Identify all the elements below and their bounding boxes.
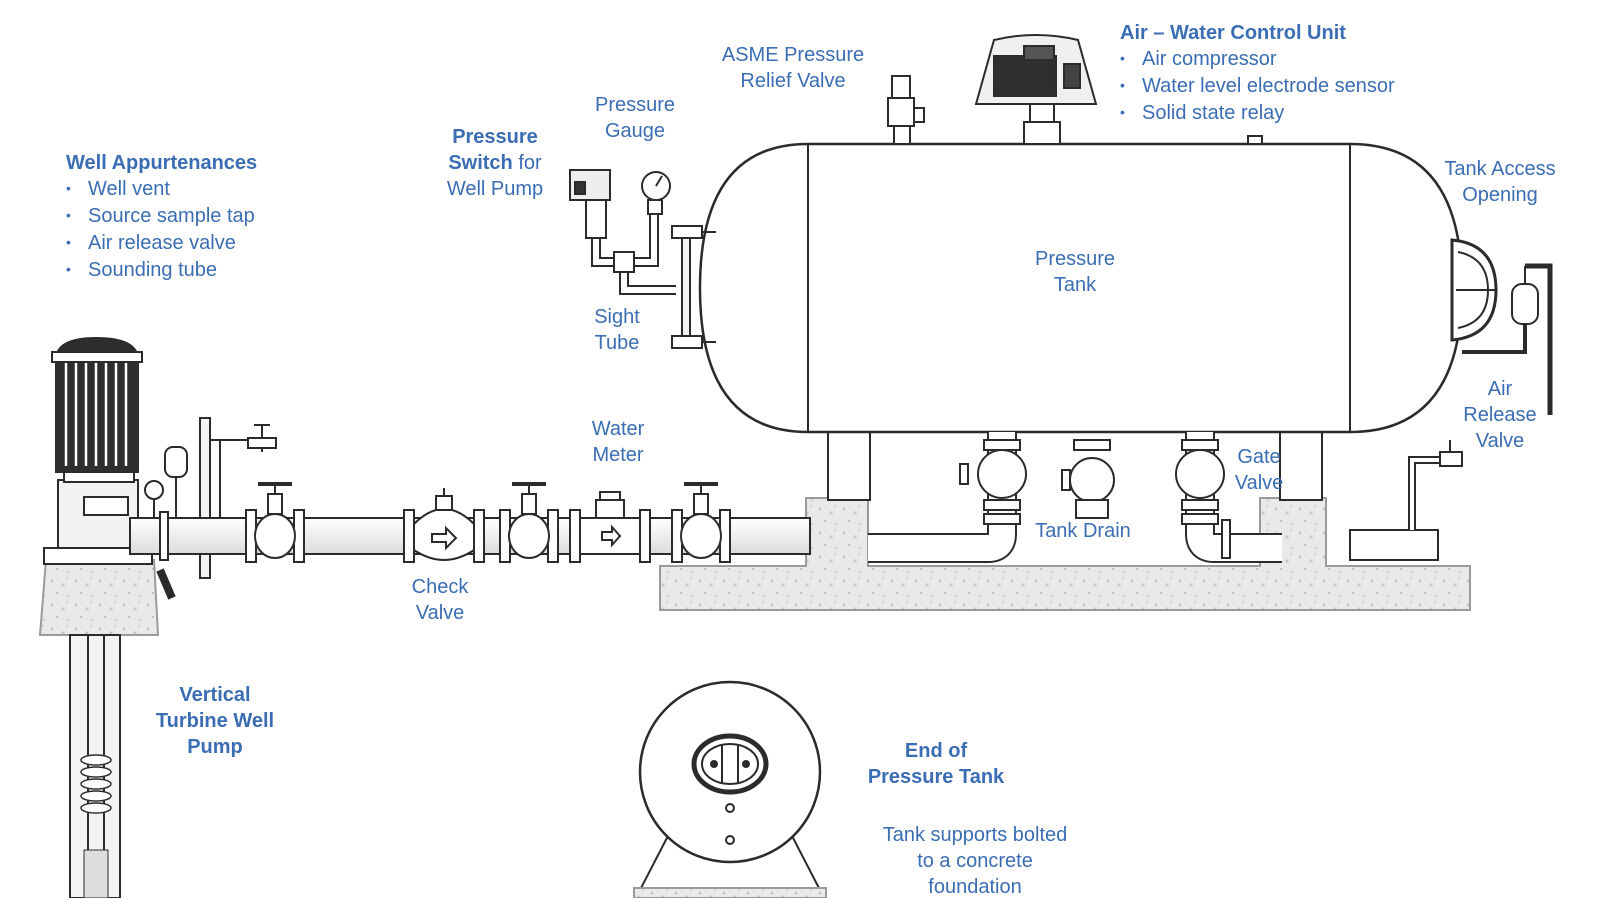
tank-outlet-left [868,432,1027,563]
air-water-control-unit [974,34,1098,145]
pressure-switch-label: Pressure Switch for Well Pump [430,124,560,202]
tank-end-view [633,680,827,898]
label-line: Pressure [452,126,538,148]
label-line: Air [1487,378,1513,400]
well-pump-pad [38,559,160,636]
label-line: Pressure [1034,248,1116,270]
gate-valve-downstream-meter [680,482,722,559]
label-part: Switch [448,152,513,174]
label-line: Pressure Tank [867,766,1005,788]
label-line: foundation [928,876,1022,898]
list-item: Well vent [66,176,257,203]
label-line: Relief Valve [740,70,846,92]
water-meter-label: Water Meter [578,416,658,468]
sight-tube [671,225,716,349]
label-line: Sight [594,306,640,328]
label-line: Tank supports bolted [882,824,1068,846]
label-line: Turbine Well [155,710,275,732]
label-part: for [512,152,542,174]
tank-access-opening [1450,238,1498,342]
gate-valve-upstream-meter [508,482,550,559]
sight-tube-label: Sight Tube [582,304,652,356]
tank-drain-label: Tank Drain [1018,518,1148,544]
tank-access-label: Tank Access Opening [1430,156,1570,208]
label-line: Pressure [594,94,676,116]
label-line: Tube [594,332,640,354]
asme-relief-valve [887,75,925,145]
pressure-tank-label: Pressure Tank [1020,246,1130,298]
label-line: Water [591,418,645,440]
check-valve [413,488,475,561]
label-line: Check [411,576,469,598]
air-water-unit-list: Air compressor Water level electrode sen… [1120,46,1395,127]
pressure-gauge [641,171,671,215]
label-line: End of [904,740,968,762]
pressure-switch [569,169,611,239]
concrete-foundation [659,497,1471,611]
label-line: Gate [1237,446,1281,468]
asme-valve-label: ASME Pressure Relief Valve [708,42,878,94]
label-line: Well Pump [446,178,544,200]
outlet-stub [1349,440,1463,561]
gate-valve-label: Gate Valve [1224,444,1294,496]
water-meter [579,491,641,555]
turbine-pump-motor [43,336,153,565]
label-line: Switch for [430,150,560,176]
label-line: Meter [592,444,644,466]
gate-valve-pump [254,482,296,559]
tank-supports [827,429,1323,501]
label-line: Pump [187,736,243,758]
end-of-tank-label: End of Pressure Tank [846,738,1026,790]
list-item: Solid state relay [1120,100,1395,127]
list-item: Air release valve [66,230,257,257]
label-line: Valve [1234,472,1284,494]
air-release-valve-assembly [1462,263,1553,415]
label-line: Gauge [604,120,666,142]
tank-drain-valve [1061,439,1115,519]
well-casing [69,634,121,898]
label-line: Tank Access [1444,158,1556,180]
well-appurtenance-fittings [144,417,277,600]
label-line: ASME Pressure [721,44,865,66]
pressure-tank [698,135,1464,434]
air-water-unit-title: Air – Water Control Unit [1120,22,1346,44]
label-line: Valve [415,602,465,624]
tank-outlet-right [1175,432,1282,563]
label-line: Valve [1475,430,1525,452]
label-line: to a concrete [917,850,1033,872]
list-item: Source sample tap [66,203,257,230]
well-appurtenances-label: Well Appurtenances Well vent Source samp… [66,150,257,284]
well-appurtenances-list: Well vent Source sample tap Air release … [66,176,257,284]
list-item: Sounding tube [66,257,257,284]
pressure-gauge-label: Pressure Gauge [580,92,690,144]
check-valve-label: Check Valve [400,574,480,626]
label-line: Vertical [179,684,251,706]
air-water-unit-label: Air – Water Control Unit Air compressor … [1120,20,1395,127]
tank-supports-label: Tank supports bolted to a concrete found… [860,822,1090,900]
list-item: Water level electrode sensor [1120,73,1395,100]
label-line: Tank Drain [1035,520,1131,542]
air-release-label: Air Release Valve [1455,376,1545,454]
label-line: Opening [1462,184,1538,206]
switch-gauge-piping [591,210,676,295]
well-appurtenances-title: Well Appurtenances [66,152,258,174]
list-item: Air compressor [1120,46,1395,73]
turbine-pump-label: Vertical Turbine Well Pump [140,682,290,760]
label-line: Release [1463,404,1537,426]
label-line: Tank [1053,274,1097,296]
